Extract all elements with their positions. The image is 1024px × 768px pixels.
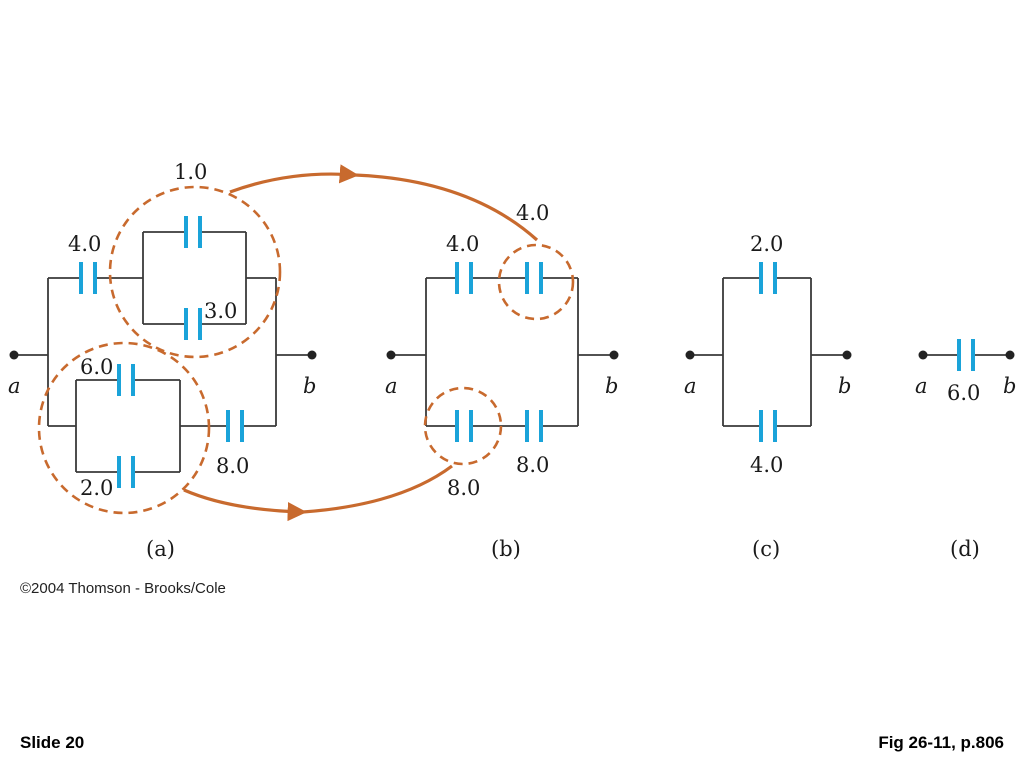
capacitor-symbol-3uf <box>184 308 202 340</box>
label-c-bottom: 4.0 <box>750 453 783 477</box>
terminal-a-label: a <box>915 374 928 398</box>
capacitor-symbol-d <box>957 339 975 371</box>
panel-a-wires <box>14 231 312 473</box>
terminal-b-label: b <box>1003 374 1016 398</box>
label-c-top: 2.0 <box>750 232 783 256</box>
capacitor-symbol-2uf <box>117 456 135 488</box>
label-3uf: 3.0 <box>204 299 237 323</box>
panel-d: 6.0 a b (d) <box>915 339 1016 561</box>
arrow-top <box>229 164 359 194</box>
capacitor-symbol-8uf <box>226 410 244 442</box>
label-d: 6.0 <box>947 381 980 405</box>
terminal-b-dot <box>307 350 317 360</box>
terminal-b-dot <box>842 350 852 360</box>
label-b-bottom-left: 8.0 <box>447 476 480 500</box>
copyright-notice: ©2004 Thomson - Brooks/Cole <box>20 580 226 597</box>
highlight-circle-b-bottom <box>423 386 503 466</box>
label-8uf: 8.0 <box>216 454 249 478</box>
slide-number: Slide 20 <box>20 733 85 752</box>
capacitor-symbol-6uf <box>117 364 135 396</box>
highlight-circle-parallel-top <box>108 185 282 359</box>
capacitor-symbol-b-top-right <box>525 262 543 294</box>
arrow-top-tail <box>354 173 539 242</box>
terminal-b-label: b <box>605 374 618 398</box>
capacitor-symbol-b-top-left <box>455 262 473 294</box>
capacitor-symbol-c-top <box>759 262 777 294</box>
label-b-top-right: 4.0 <box>516 201 549 225</box>
caption-d: (d) <box>950 537 980 561</box>
figure-reference: Fig 26-11, p.806 <box>878 733 1004 752</box>
terminal-a-dot <box>386 350 396 360</box>
terminal-a-label: a <box>385 374 398 398</box>
label-1uf: 1.0 <box>174 160 207 184</box>
label-b-bottom-right: 8.0 <box>516 453 549 477</box>
terminal-b-dot <box>1005 350 1015 360</box>
capacitor-symbol-1uf <box>184 216 202 248</box>
caption-a: (a) <box>146 537 175 561</box>
capacitor-symbol-c-bottom <box>759 410 777 442</box>
terminal-a-label: a <box>8 374 21 398</box>
caption-b: (b) <box>491 537 521 561</box>
capacitor-symbol-b-bottom-right <box>525 410 543 442</box>
terminal-a-dot <box>918 350 928 360</box>
highlight-circle-b-top <box>497 243 575 321</box>
terminal-b-label: b <box>303 374 316 398</box>
label-2uf: 2.0 <box>80 476 113 500</box>
highlight-circle-parallel-bottom <box>37 341 211 515</box>
terminal-a-label: a <box>684 374 697 398</box>
label-4uf: 4.0 <box>68 232 101 256</box>
panel-a: 1.0 4.0 3.0 6.0 2.0 8.0 a b (a) <box>8 160 317 561</box>
arrow-bottom <box>183 488 307 522</box>
panel-c: 2.0 4.0 a b (c) <box>684 232 852 561</box>
panel-b: 4.0 4.0 8.0 8.0 a b (b) <box>385 201 619 561</box>
capacitor-symbol-4uf <box>79 262 97 294</box>
label-b-top-left: 4.0 <box>446 232 479 256</box>
panel-c-wires <box>690 277 847 427</box>
label-6uf: 6.0 <box>80 355 113 379</box>
terminal-b-dot <box>609 350 619 360</box>
arrow-bottom-tail <box>302 464 453 514</box>
terminal-a-dot <box>685 350 695 360</box>
terminal-b-label: b <box>838 374 851 398</box>
caption-c: (c) <box>752 537 780 561</box>
terminal-a-dot <box>9 350 19 360</box>
capacitor-symbol-b-bottom-left <box>455 410 473 442</box>
